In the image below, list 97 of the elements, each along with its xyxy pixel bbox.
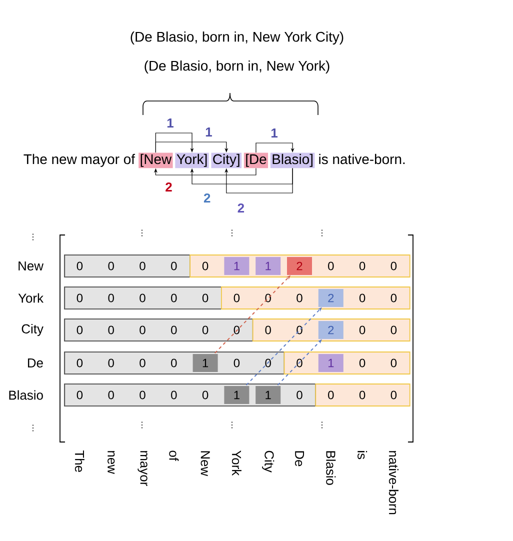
matrix-cell: 0: [108, 294, 114, 302]
matrix-cell: 0: [171, 326, 177, 334]
matrix-cell: 0: [76, 358, 83, 368]
matrix-cell: 1: [256, 386, 281, 404]
matrix-cell: 0: [171, 262, 177, 270]
edge-label: 2: [204, 193, 210, 203]
matrix-cell: 0: [202, 390, 208, 400]
row-band: [221, 286, 410, 310]
matrix-cell: 2: [318, 289, 344, 307]
matrix-cell: 0: [265, 326, 271, 334]
column-label: is: [358, 451, 368, 460]
column-label: native-born: [388, 451, 398, 514]
matrix-cell: 0: [390, 262, 397, 270]
matrix-cell: 0: [234, 358, 240, 368]
row-label: De: [28, 358, 43, 368]
matrix-cell: 0: [390, 358, 397, 368]
matrix-cell: 0: [140, 326, 146, 334]
matrix-cell: 2: [287, 257, 312, 275]
triple-text: (De Blasio, born in, New York City): [130, 32, 344, 44]
matrix-cell: 0: [108, 326, 114, 334]
matrix-cell: 0: [140, 262, 146, 270]
column-label: new: [108, 451, 115, 474]
matrix-cell: 0: [76, 294, 83, 302]
edge-label: 2: [166, 182, 172, 192]
edge-label: 1: [271, 128, 278, 138]
matrix-cell: 0: [140, 294, 146, 302]
matrix-cell: 1: [224, 257, 250, 275]
edge-label: 2: [238, 203, 244, 213]
matrix-cell: 0: [202, 262, 208, 270]
column-label: York: [232, 450, 242, 476]
matrix-cell: 0: [202, 294, 208, 302]
row-label: City: [22, 324, 44, 336]
matrix-cell: 0: [234, 326, 240, 334]
matrix-cell: 0: [108, 358, 114, 368]
row-label: New: [18, 261, 44, 271]
matrix-cell: 0: [76, 262, 83, 270]
row-label: York: [18, 293, 44, 303]
row-band: [64, 286, 222, 310]
matrix-cell: 0: [390, 326, 397, 334]
column-label: The: [74, 450, 84, 472]
arrow: [155, 142, 228, 153]
entity-token: York]: [175, 152, 209, 168]
column-label: mayor: [138, 451, 148, 486]
matrix-cell: 1: [224, 386, 250, 404]
matrix-cell: 1: [256, 257, 281, 275]
matrix-cell: 0: [108, 390, 114, 400]
matrix-cell: 0: [234, 294, 240, 302]
column-label: City: [262, 450, 274, 472]
edge-label: 1: [167, 118, 174, 128]
matrix-cell: 0: [359, 262, 366, 270]
matrix-cell: 0: [265, 294, 271, 302]
entity-token: [New: [138, 152, 173, 168]
row-band: [64, 254, 191, 278]
row-band: [315, 384, 410, 406]
matrix-cell: 0: [328, 390, 334, 400]
matrix-cell: 0: [140, 390, 146, 400]
column-label: De: [294, 451, 304, 466]
edge-label: 1: [206, 128, 212, 136]
column-label: New: [200, 451, 210, 476]
arrow: [154, 168, 256, 176]
entity-token: City]: [211, 152, 242, 168]
matrix-cell: 2: [318, 321, 344, 339]
matrix-cell: 0: [140, 358, 146, 368]
matrix-cell: 0: [202, 326, 208, 334]
triple-text: (De Blasio, born in, New York): [144, 60, 330, 74]
matrix-cell: 0: [359, 326, 366, 334]
matrix-cell: 0: [328, 262, 334, 270]
column-label: of: [169, 450, 179, 462]
matrix-cell: 0: [296, 390, 302, 400]
entity-token: [De: [244, 152, 268, 168]
matrix-cell: 0: [359, 358, 366, 368]
arrow: [155, 132, 194, 153]
arrow: [190, 168, 293, 184]
row-band: [64, 318, 254, 342]
arrow: [224, 168, 293, 194]
column-label: Blasio: [326, 451, 336, 485]
arrow: [256, 142, 294, 153]
sentence-text: is native-born.: [319, 154, 405, 164]
matrix-cell: 0: [171, 390, 177, 400]
matrix-cell: 0: [265, 358, 271, 368]
row-band: [64, 351, 285, 375]
matrix-cell: 0: [296, 294, 302, 302]
matrix-cell: 0: [359, 294, 366, 302]
matrix-cell: 0: [76, 390, 83, 400]
matrix-cell: 0: [390, 390, 397, 400]
matrix-cell: 0: [171, 294, 177, 302]
entity-token: Blasio]: [270, 152, 315, 168]
matrix-cell: 0: [296, 358, 302, 368]
matrix-cell: 0: [76, 326, 83, 334]
row-label: Blasio: [9, 390, 43, 400]
matrix-cell: 0: [359, 390, 366, 400]
matrix-cell: 1: [192, 354, 218, 372]
sentence-text: The new mayor of: [24, 154, 136, 167]
matrix-cell: 1: [318, 354, 344, 372]
matrix-cell: 0: [108, 262, 114, 270]
matrix-cell: 0: [390, 294, 397, 302]
matrix-cell: 0: [171, 358, 177, 368]
